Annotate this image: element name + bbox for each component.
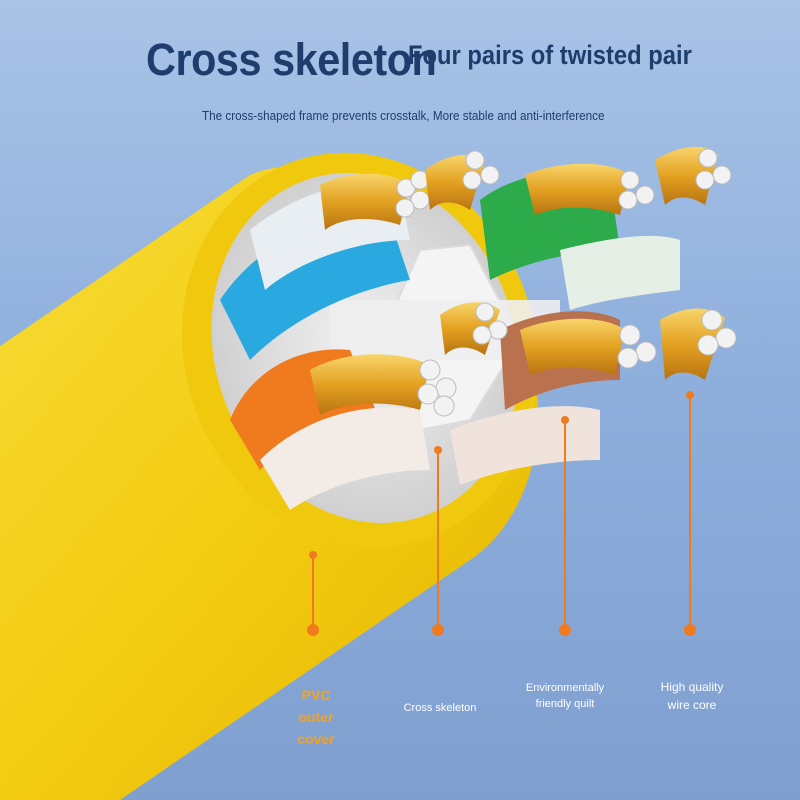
- copper-core-5: [310, 354, 457, 417]
- tagline: The cross-shaped frame prevents crosstal…: [202, 108, 605, 123]
- pointer-pvc: [307, 551, 319, 636]
- pointer-cross: [432, 446, 444, 636]
- callout-label-wire-core: High quality wire core: [660, 680, 724, 712]
- copper-core-7: [520, 318, 657, 375]
- callout-label-environmentally-friendly-quilt: Environmentally friendly quilt: [525, 682, 605, 710]
- page-subtitle: Four pairs of twisted pair: [408, 40, 692, 70]
- pointer-core: [684, 391, 696, 636]
- copper-core-6: [440, 302, 508, 355]
- callout-label-cross-skeleton: Cross skeleton: [403, 702, 477, 714]
- copper-core-3: [525, 163, 655, 215]
- page-title: Cross skeleton: [146, 34, 437, 85]
- callout-pointers: [307, 391, 696, 636]
- copper-core-2: [425, 150, 500, 210]
- callout-label-pvc-outer-cover: PVC outer cover: [297, 687, 335, 747]
- copper-core-4: [655, 146, 732, 205]
- pointer-env: [559, 416, 571, 636]
- copper-core-8: [660, 308, 737, 380]
- copper-cores: [310, 146, 737, 417]
- copper-core-1: [320, 170, 430, 230]
